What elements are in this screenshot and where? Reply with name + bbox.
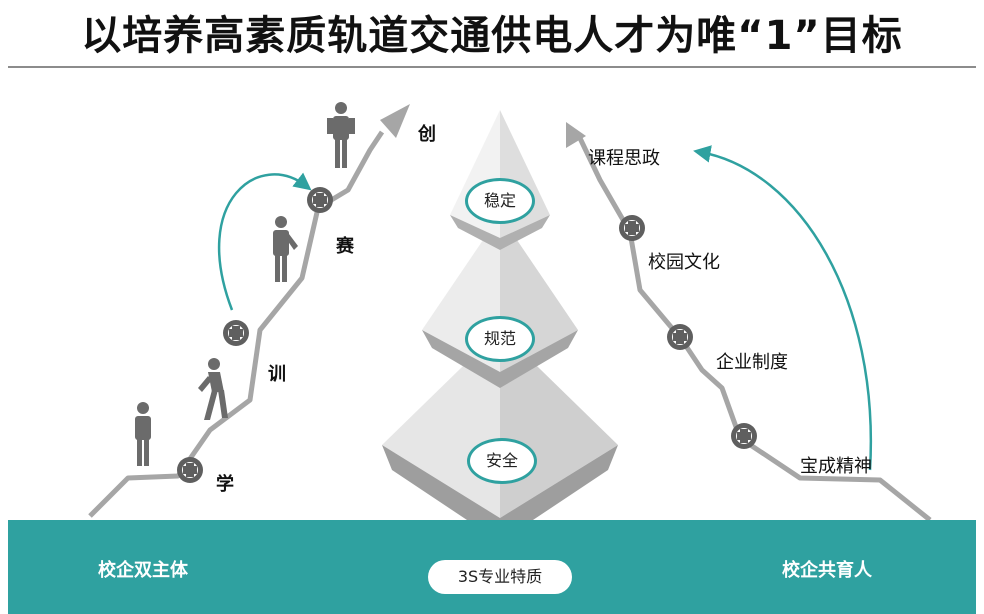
person-icon	[135, 402, 151, 466]
person-icon	[327, 102, 355, 168]
right-label-enterprise-system: 企业制度	[716, 352, 788, 373]
walking-person-icon	[198, 358, 228, 420]
plus-circle-icon	[619, 215, 645, 241]
step-train-label: 训	[268, 364, 286, 385]
right-label-campus-culture: 校园文化	[648, 252, 720, 273]
tier-bottom: 安全	[467, 438, 537, 484]
page-title: 以培养高素质轨道交通供电人才为唯“1”目标	[81, 13, 903, 59]
band-right-label: 校企共育人	[782, 560, 872, 581]
plus-circle-icon	[307, 187, 333, 213]
left-stair-path	[88, 104, 410, 518]
arrow-up-icon	[380, 104, 410, 138]
right-path	[566, 122, 932, 522]
person-icon	[273, 216, 298, 282]
base-pill: 3S专业特质	[428, 560, 572, 594]
arrow-up-icon	[566, 122, 586, 148]
step-learn-label: 学	[216, 474, 234, 495]
tier-middle: 规范	[465, 316, 535, 362]
plus-circle-icon	[667, 324, 693, 350]
plus-circle-icon	[223, 320, 249, 346]
step-create-label: 创	[418, 124, 436, 145]
plus-circle-icon	[731, 423, 757, 449]
curved-arrow-right	[693, 145, 873, 471]
curved-arrow-left	[217, 172, 312, 311]
right-label-spirit: 宝成精神	[800, 456, 872, 477]
step-compete-label: 赛	[336, 236, 354, 257]
plus-circle-icon	[177, 457, 203, 483]
tier-top: 稳定	[465, 178, 535, 224]
right-label-ideology: 课程思政	[588, 148, 660, 169]
band-left-label: 校企双主体	[98, 560, 188, 581]
title-divider	[8, 66, 976, 68]
